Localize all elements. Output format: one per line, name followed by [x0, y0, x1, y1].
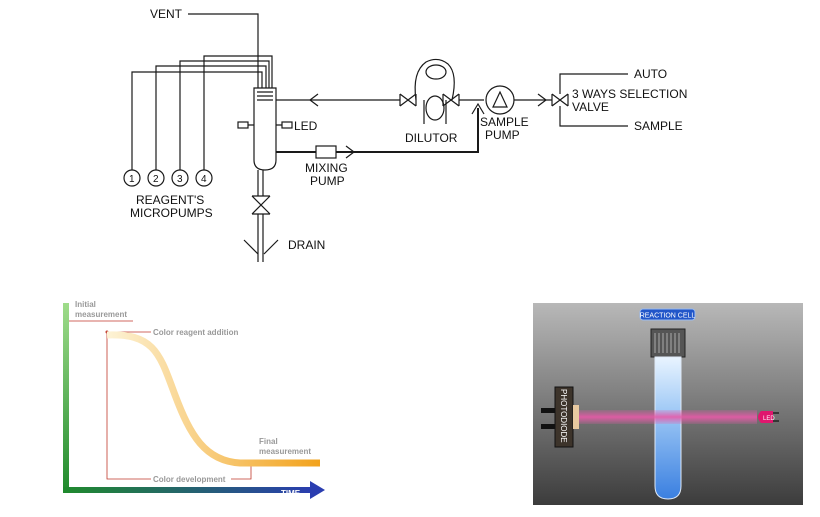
valve-inputs	[559, 73, 628, 127]
reagent-pump-2	[147, 169, 165, 187]
cell-cap	[650, 328, 686, 358]
color-reagent-label: Color reagent addition	[153, 328, 238, 337]
light-beam	[577, 410, 757, 424]
mixing-pump	[315, 145, 337, 159]
absorbance-curve	[106, 331, 320, 467]
reagent-number-3: 3	[177, 174, 183, 185]
reagent-tube-3	[179, 60, 270, 170]
photodiode-label: PHOTODIODE	[559, 389, 568, 443]
vessel-ports	[257, 91, 273, 101]
drain-tube	[257, 170, 264, 262]
led-label: LED	[294, 119, 318, 133]
dilutor-loop	[414, 58, 455, 101]
measurement-curve: Initial measurement Color reagent additi…	[63, 300, 325, 499]
final-label-2: measurement	[259, 447, 311, 456]
dilutor-label: DILUTOR	[405, 131, 458, 145]
reagent-number-4: 4	[201, 174, 207, 185]
reagent-number-1: 1	[129, 174, 135, 185]
dilutor-chamber	[425, 64, 447, 80]
reagent-number-2: 2	[153, 174, 159, 185]
led	[758, 411, 773, 423]
reagent-pump-1	[123, 169, 141, 187]
dilutor-valve-left	[399, 93, 417, 107]
schematic-background	[125, 0, 815, 288]
reaction-cell-illustration: REACTION CELL PHOTODIODE LED	[533, 303, 803, 505]
mixing-line	[276, 108, 479, 153]
reagent-tube-2	[155, 65, 267, 170]
color-development-label: Color development	[153, 475, 226, 484]
dilutor-piston	[425, 95, 445, 121]
reagents-label-2: MICROPUMPS	[130, 206, 213, 220]
mixing-pump-label-2: PUMP	[310, 174, 345, 188]
reaction-cell-panel: REACTION CELL PHOTODIODE LED	[533, 303, 803, 505]
flow-arrow-right-icon	[345, 145, 355, 159]
cell-tube	[654, 356, 682, 500]
reagents-label-1: REAGENT'S	[136, 193, 204, 207]
reaction-cell-label: REACTION CELL	[640, 313, 696, 320]
photodiode-window	[573, 405, 579, 429]
drain-funnel	[243, 239, 279, 255]
sample-pump-label-2: PUMP	[485, 128, 520, 142]
x-axis-arrow-icon	[310, 481, 325, 499]
dilutor-valve-right	[442, 93, 460, 107]
reagent-pump-4	[195, 169, 213, 187]
led-label: LED	[763, 416, 775, 422]
schematic-drawing: VENT LED DRAIN MIXING PUMP DILUTOR SAMPL…	[123, 0, 815, 288]
flow-arrow-left-icon	[309, 93, 319, 107]
time-label: TIME	[281, 489, 301, 498]
drain-label: DRAIN	[288, 238, 325, 252]
analyzer-schematic: VENT LED DRAIN MIXING PUMP DILUTOR SAMPL…	[123, 0, 815, 288]
development-guide	[106, 332, 151, 480]
reagent-tube-4	[203, 55, 273, 170]
initial-label-1: Initial	[75, 300, 96, 309]
sample-label: SAMPLE	[634, 119, 683, 133]
sample-pump-icon	[492, 90, 508, 108]
final-guide	[231, 463, 252, 480]
sample-pump-label-1: SAMPLE	[480, 115, 529, 129]
selection-valve	[551, 93, 569, 107]
led-stub	[281, 121, 293, 129]
reagent-pump-3	[171, 169, 189, 187]
measurement-curve-panel: Initial measurement Color reagent additi…	[55, 295, 385, 510]
y-axis	[63, 303, 69, 493]
drain-valve	[251, 195, 271, 215]
valve-label-1: 3 WAYS SELECTION	[572, 87, 687, 101]
mixing-pump-label-1: MIXING	[305, 161, 348, 175]
valve-label-2: VALVE	[572, 100, 609, 114]
flow-arrow-up-icon	[471, 102, 485, 115]
final-label-1: Final	[259, 437, 278, 446]
vent-tube	[188, 13, 259, 88]
x-axis	[63, 487, 313, 493]
reaction-cell-badge	[639, 308, 696, 321]
vent-label: VENT	[150, 7, 183, 21]
initial-label-2: measurement	[75, 310, 127, 319]
reaction-vessel	[253, 87, 277, 171]
auto-label: AUTO	[634, 67, 667, 81]
reagent-tube-1	[131, 71, 263, 170]
